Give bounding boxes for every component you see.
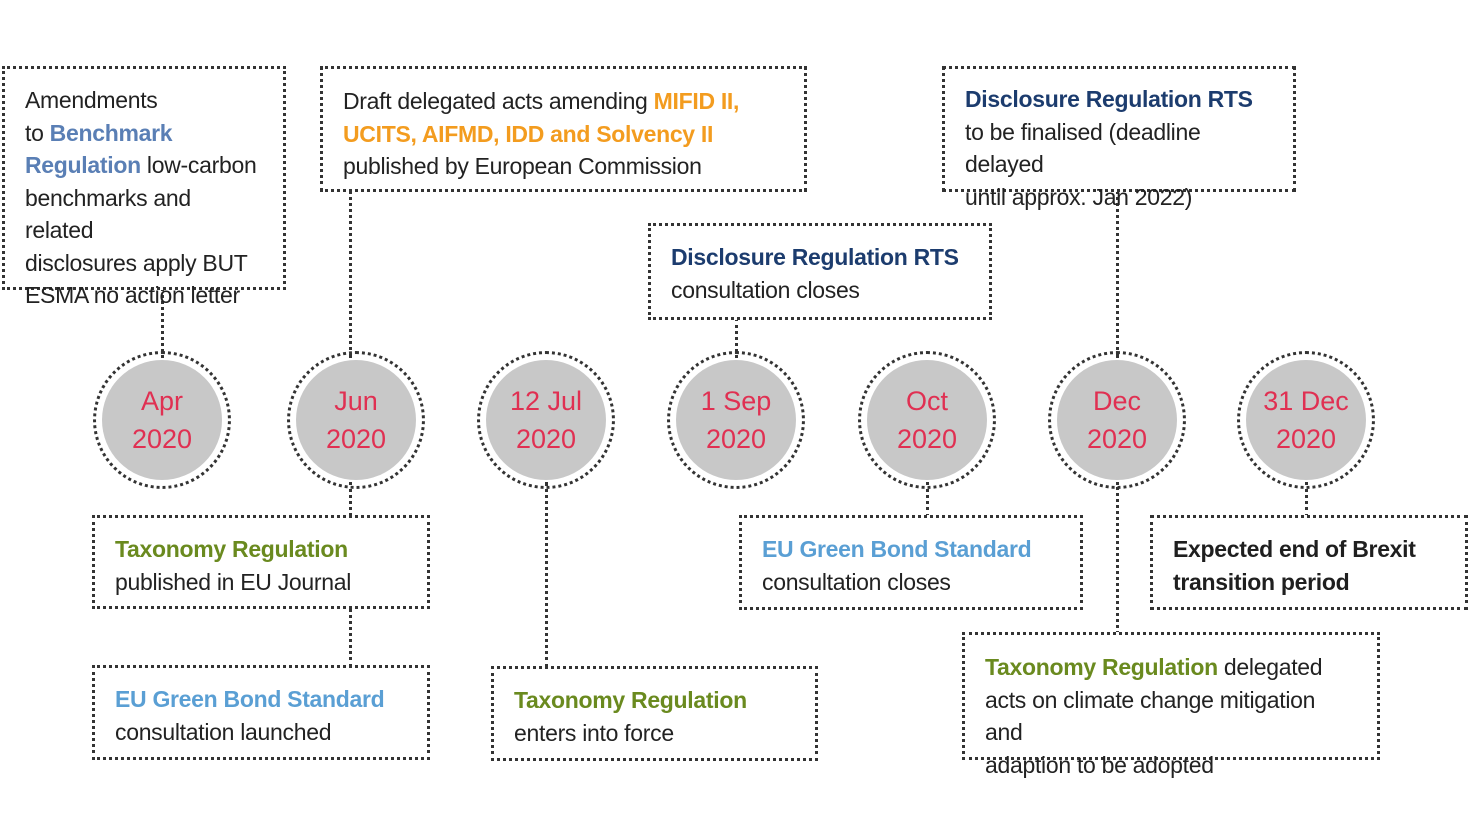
- event-line: disclosures apply BUT: [25, 249, 248, 276]
- benchmark-highlight: Benchmark: [49, 119, 173, 146]
- event-box-jun-bottom-2: EU Green Bond Standard consultation laun…: [92, 665, 430, 760]
- event-line: enters into force: [514, 719, 674, 746]
- timeline-year: 2020: [131, 424, 193, 454]
- timeline-year: 2020: [515, 424, 577, 454]
- timeline-month: Oct: [905, 386, 948, 416]
- event-line: Regulation low-carbon: [25, 152, 257, 178]
- event-title: transition period: [1173, 568, 1350, 595]
- event-title: Disclosure Regulation RTS: [671, 244, 959, 270]
- timeline-month: 1 Sep: [700, 386, 772, 416]
- directive-highlight: MIFID II,: [653, 88, 740, 114]
- benchmark-highlight: Regulation: [25, 152, 141, 178]
- event-line: to Benchmark: [25, 119, 173, 146]
- event-line: consultation closes: [671, 276, 860, 303]
- connector-dec-bottom: [1116, 482, 1119, 634]
- event-box-jul-bottom: Taxonomy Regulation enters into force: [491, 666, 818, 761]
- event-title: Taxonomy Regulation: [985, 654, 1218, 680]
- event-title: EU Green Bond Standard: [115, 686, 385, 712]
- event-line: published in EU Journal: [115, 568, 352, 595]
- timeline-month: 12 Jul: [509, 386, 583, 416]
- connector-sep-top: [735, 318, 738, 358]
- timeline-month: Dec: [1092, 386, 1141, 416]
- event-box-jun-top: Draft delegated acts amending MIFID II, …: [320, 66, 807, 192]
- timeline-year: 2020: [325, 424, 387, 454]
- timeline-node-31-dec-2020: 31 Dec 2020: [1237, 351, 1375, 489]
- timeline-month: 31 Dec: [1263, 386, 1349, 416]
- timeline-year: 2020: [1275, 424, 1337, 454]
- timeline-year: 2020: [1086, 424, 1148, 454]
- timeline-node-1-sep-2020: 1 Sep 2020: [667, 351, 805, 489]
- event-title: Taxonomy Regulation: [514, 687, 747, 713]
- event-box-sep-top: Disclosure Regulation RTS consultation c…: [648, 223, 992, 320]
- timeline-node-jun-2020: Jun 2020: [287, 351, 425, 489]
- event-line: consultation closes: [762, 568, 951, 595]
- event-title: Taxonomy Regulation: [115, 536, 348, 562]
- event-line: to be finalised (deadline delayed: [965, 118, 1201, 178]
- event-box-dec-top: Disclosure Regulation RTS to be finalise…: [942, 66, 1296, 210]
- event-box-apr: Amendments to Benchmark Regulation low-c…: [2, 66, 286, 308]
- event-line: published by European Commission: [343, 153, 702, 179]
- event-box-oct-bottom: EU Green Bond Standard consultation clos…: [739, 515, 1083, 610]
- event-line: until approx. Jan 2022): [965, 183, 1193, 210]
- connector-dec31-bottom: [1305, 482, 1308, 517]
- connector-jul-bottom: [545, 482, 548, 668]
- event-box-dec-bottom: Taxonomy Regulation delegated acts on cl…: [962, 632, 1380, 778]
- timeline-month: Jun: [334, 386, 378, 416]
- event-line: Amendments: [25, 87, 158, 113]
- event-line: acts on climate change mitigation and: [985, 686, 1316, 746]
- event-title: EU Green Bond Standard: [762, 536, 1032, 562]
- connector-jun-top: [349, 190, 352, 358]
- event-line: consultation launched: [115, 718, 332, 745]
- timeline-node-apr-2020: Apr 2020: [93, 351, 231, 489]
- event-line: Taxonomy Regulation delegated: [985, 654, 1323, 680]
- event-line: benchmarks and related: [25, 184, 191, 244]
- event-box-jun-bottom-1: Taxonomy Regulation published in EU Jour…: [92, 515, 430, 609]
- timeline-year: 2020: [705, 424, 767, 454]
- event-line: Draft delegated acts amending MIFID II,: [343, 88, 740, 114]
- connector-dec-top: [1116, 190, 1119, 358]
- event-title: Expected end of Brexit: [1173, 536, 1416, 562]
- event-line: adaption to be adopted: [985, 751, 1214, 778]
- timeline-node-oct-2020: Oct 2020: [858, 351, 996, 489]
- connector-oct-bottom: [926, 482, 929, 517]
- directive-highlight: UCITS, AIFMD, IDD and Solvency II: [343, 120, 714, 147]
- timeline-node-dec-2020: Dec 2020: [1048, 351, 1186, 489]
- timeline-year: 2020: [896, 424, 958, 454]
- event-line: ESMA no action letter: [25, 282, 240, 308]
- timeline-node-12-jul-2020: 12 Jul 2020: [477, 351, 615, 489]
- timeline-month: Apr: [140, 386, 184, 416]
- event-title: Disclosure Regulation RTS: [965, 86, 1253, 112]
- event-box-dec31-bottom: Expected end of Brexit transition period: [1150, 515, 1468, 610]
- connector-apr: [161, 288, 164, 358]
